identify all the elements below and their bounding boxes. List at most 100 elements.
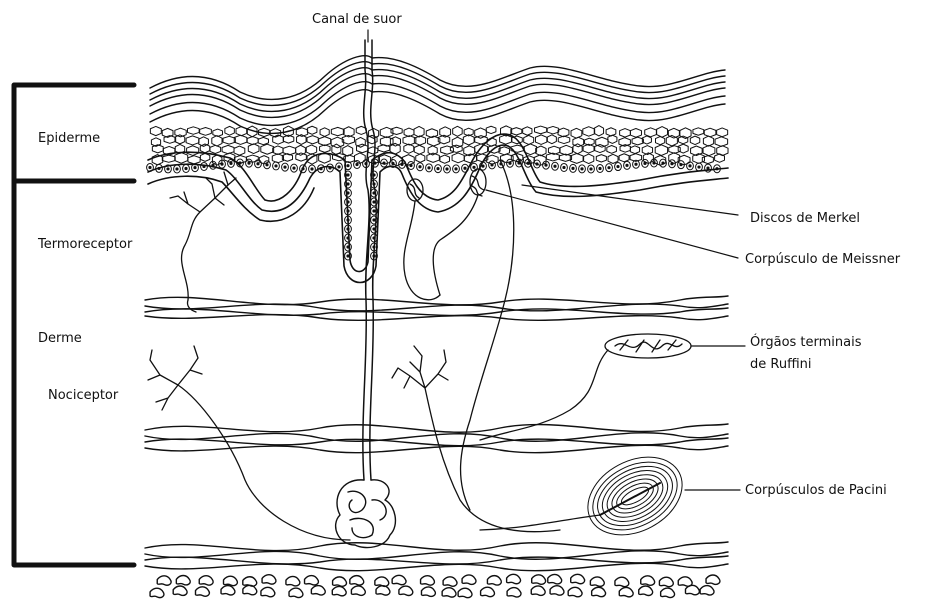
basal-cell-nucleus <box>275 165 277 167</box>
fat-lobule <box>700 586 714 595</box>
fat-lobule <box>531 586 545 595</box>
epidermal-cell <box>452 153 464 163</box>
epidermal-cell <box>535 135 546 145</box>
epidermal-cell <box>210 145 221 153</box>
fat-lobule <box>262 575 276 584</box>
fat-lobule <box>392 575 406 584</box>
fat-lobule <box>375 577 389 586</box>
epidermal-cell <box>607 146 617 154</box>
basal-cell-nucleus <box>347 165 349 167</box>
fat-lobule <box>399 586 413 595</box>
basal-cell-nucleus <box>635 163 637 165</box>
epidermal-cell <box>608 154 618 163</box>
epidermal-cell <box>573 144 582 154</box>
epidermal-cell <box>693 128 704 135</box>
epidermal-cell <box>247 137 258 145</box>
fat-lobule <box>458 588 472 597</box>
basal-cell-nucleus <box>248 162 250 164</box>
basal-cell-nucleus <box>266 164 268 166</box>
basal-cells <box>147 159 721 260</box>
epidermal-cell <box>703 145 715 155</box>
fat-lobule <box>150 588 164 597</box>
basal-cell-nucleus <box>356 163 358 165</box>
basal-cell-nucleus <box>203 165 205 167</box>
epidermal-cell <box>441 146 454 154</box>
epidermal-cell <box>717 128 728 137</box>
basal-cell-nucleus <box>302 168 304 170</box>
basal-cell-nucleus <box>373 201 375 203</box>
epidermal-cell <box>234 146 245 155</box>
basal-cell-nucleus <box>212 164 214 166</box>
fat-lobule <box>333 577 347 586</box>
epidermal-cell <box>620 129 631 138</box>
basal-cell-nucleus <box>599 167 601 169</box>
basal-cell-nucleus <box>608 167 610 169</box>
basal-cell-nucleus <box>410 164 412 166</box>
epidermis-cells <box>150 126 728 166</box>
fat-lobule <box>376 586 390 595</box>
epidermal-cell <box>150 126 161 135</box>
fat-lobule <box>615 577 629 586</box>
basal-cell-nucleus <box>617 165 619 167</box>
epidermal-cell <box>571 128 582 138</box>
epidermal-cell <box>162 155 175 162</box>
basal-cell-nucleus <box>698 166 700 168</box>
epidermal-cell <box>258 137 268 144</box>
epidermal-cell <box>486 126 496 133</box>
basal-cell-nucleus <box>347 219 349 221</box>
epidermal-cell <box>594 126 603 136</box>
epidermal-cell <box>630 146 639 154</box>
basal-cell-nucleus <box>482 165 484 167</box>
basal-cell-nucleus <box>473 166 475 168</box>
basal-cell-nucleus <box>383 162 385 164</box>
epidermal-cell <box>450 145 462 152</box>
sweat-gland-coil <box>336 480 396 548</box>
epidermal-cell <box>584 154 594 163</box>
basal-cell-nucleus <box>662 162 664 164</box>
fat-lobule <box>157 576 171 585</box>
basal-cell-nucleus <box>527 162 529 164</box>
label-nociceptor: Nociceptor <box>48 388 119 403</box>
fat-lobule <box>548 574 562 583</box>
epidermal-cell <box>273 146 283 155</box>
basal-cell-nucleus <box>320 168 322 170</box>
basal-cell-nucleus <box>239 162 241 164</box>
epidermal-cell <box>596 155 606 162</box>
basal-cell-nucleus <box>347 183 349 185</box>
epidermal-cell <box>426 129 437 138</box>
basal-cell-nucleus <box>671 163 673 165</box>
basal-cell-nucleus <box>373 219 375 221</box>
fat-lobule <box>685 585 699 594</box>
epidermal-cell <box>595 144 605 152</box>
epidermal-cell <box>307 136 318 144</box>
epidermal-cell <box>703 136 713 146</box>
basal-cell-nucleus <box>455 168 457 170</box>
basal-cell-nucleus <box>644 162 646 164</box>
fat-lobule <box>243 585 257 594</box>
fat-lobule <box>619 587 633 596</box>
basal-cell-nucleus <box>347 210 349 212</box>
basal-cell-nucleus <box>373 210 375 212</box>
basal-cell-nucleus <box>347 192 349 194</box>
epidermal-cell <box>414 145 424 154</box>
epidermal-cell <box>655 145 667 156</box>
label-dermis: Derme <box>38 331 82 346</box>
basal-cell-nucleus <box>581 168 583 170</box>
epidermal-cell <box>536 146 546 156</box>
epidermal-cell <box>583 127 595 137</box>
fat-lobule <box>421 576 435 585</box>
epidermal-cell <box>453 126 463 136</box>
basal-cell-nucleus <box>401 163 403 165</box>
basal-cell-nucleus <box>446 168 448 170</box>
epidermal-cell <box>331 127 344 135</box>
fat-lobule <box>641 576 655 585</box>
ruffini-organ <box>480 334 745 440</box>
fat-lobule <box>350 576 364 585</box>
fat-lobule <box>661 588 675 597</box>
basal-cell-nucleus <box>347 255 349 257</box>
basal-cell-nucleus <box>428 167 430 169</box>
epidermal-cell <box>534 126 546 134</box>
basal-cell-nucleus <box>176 168 178 170</box>
basal-cell-nucleus <box>311 168 313 170</box>
